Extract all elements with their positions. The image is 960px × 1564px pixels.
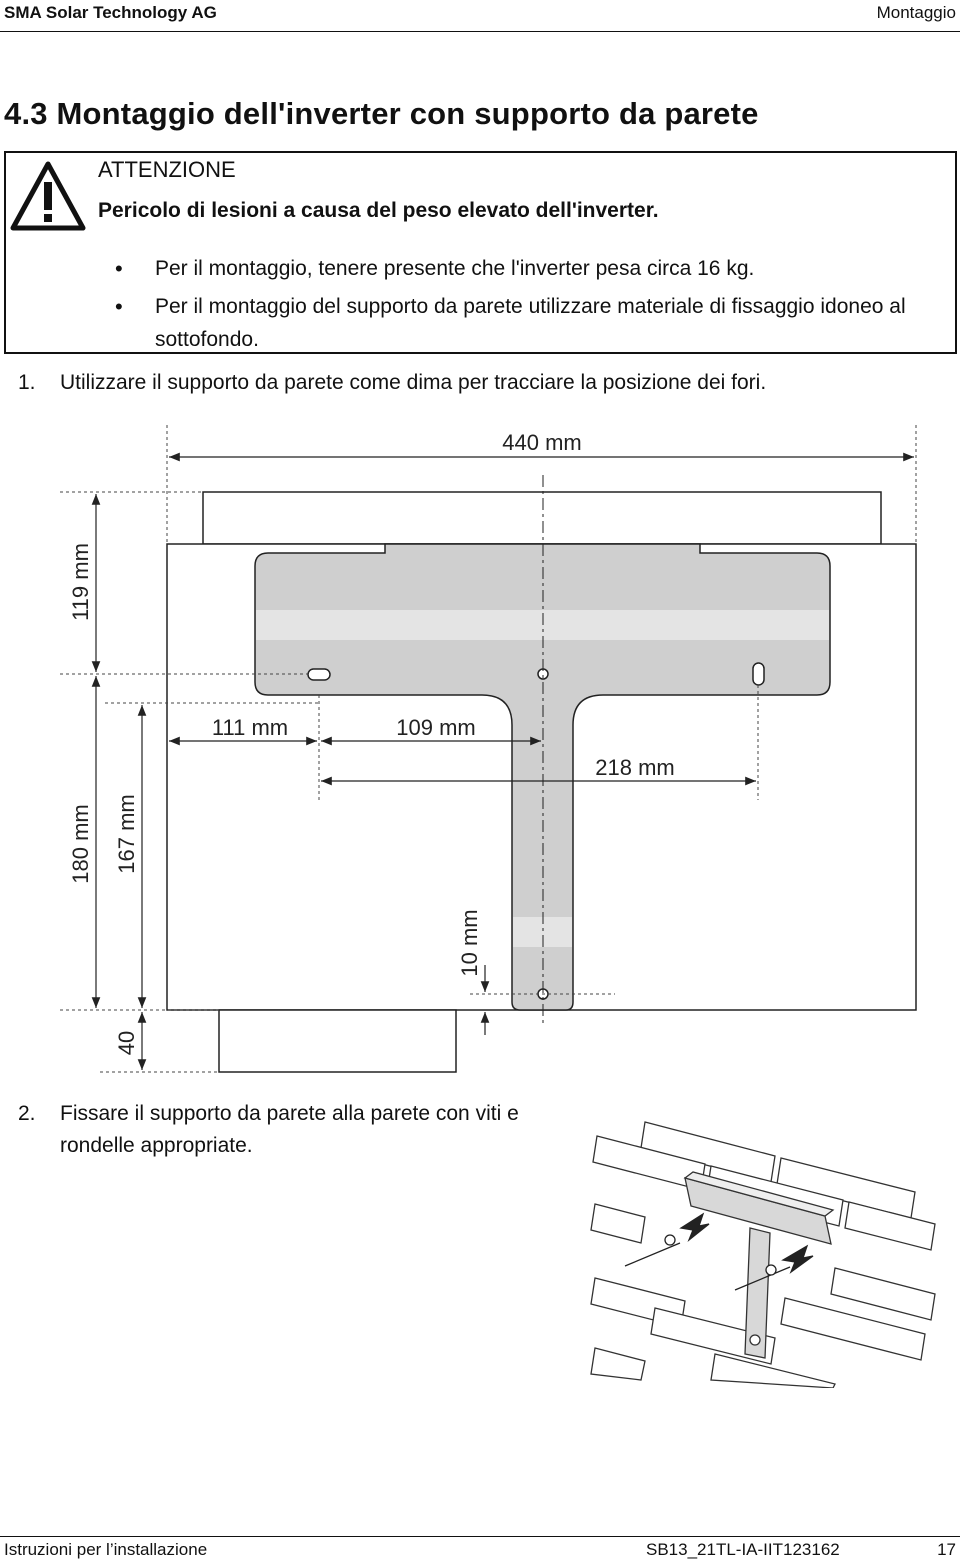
warning-subtitle: Pericolo di lesioni a causa del peso ele… (98, 199, 659, 222)
dim-label-440: 440 mm (502, 430, 581, 455)
warning-triangle-icon (10, 161, 86, 231)
footer-divider (0, 1536, 960, 1537)
step-2: 2. Fissare il supporto da parete alla par… (18, 1098, 558, 1162)
warning-bullet: Per il montaggio del supporto da parete … (115, 290, 945, 356)
step-text-continued: rondelle appropriate. (60, 1134, 253, 1157)
dim-label-111: 111 mm (212, 715, 288, 740)
dim-label-167: 167 mm (114, 794, 139, 873)
step-number: 1. (18, 371, 36, 394)
dim-label-10: 10 mm (457, 909, 482, 976)
header-divider (0, 31, 960, 32)
step-text: Fissare il supporto da parete alla paret… (60, 1102, 519, 1125)
wall-mounting-illustration (590, 1121, 936, 1388)
mounting-dimension-drawing: 440 mm 119 mm 180 mm 167 mm 40 111 mm 10… (60, 425, 917, 1073)
dim-label-109: 109 mm (396, 715, 475, 740)
step-text: Utilizzare il supporto da parete come di… (60, 371, 767, 394)
warning-bullet: Per il montaggio, tenere presente che l'… (115, 252, 945, 285)
header-section: Montaggio (876, 3, 956, 22)
section-title: 4.3 Montaggio dell'inverter con supporto… (4, 96, 759, 131)
footer-doc-type: Istruzioni per l’installazione (4, 1540, 208, 1559)
dim-label-119: 119 mm (68, 543, 93, 621)
warning-bullets: Per il montaggio, tenere presente che l'… (115, 252, 945, 356)
step-number: 2. (18, 1102, 36, 1125)
dim-label-180: 180 mm (68, 804, 93, 883)
footer-page-number: 17 (937, 1540, 956, 1559)
footer-doc-code: SB13_21TL-IA-IIT123162 (646, 1540, 840, 1559)
dim-label-40: 40 (114, 1031, 139, 1055)
dim-label-218: 218 mm (595, 755, 674, 780)
step-1: 1. Utilizzare il supporto da parete come … (18, 371, 766, 395)
header-company: SMA Solar Technology AG (4, 3, 217, 22)
warning-label: ATTENZIONE (98, 157, 236, 182)
